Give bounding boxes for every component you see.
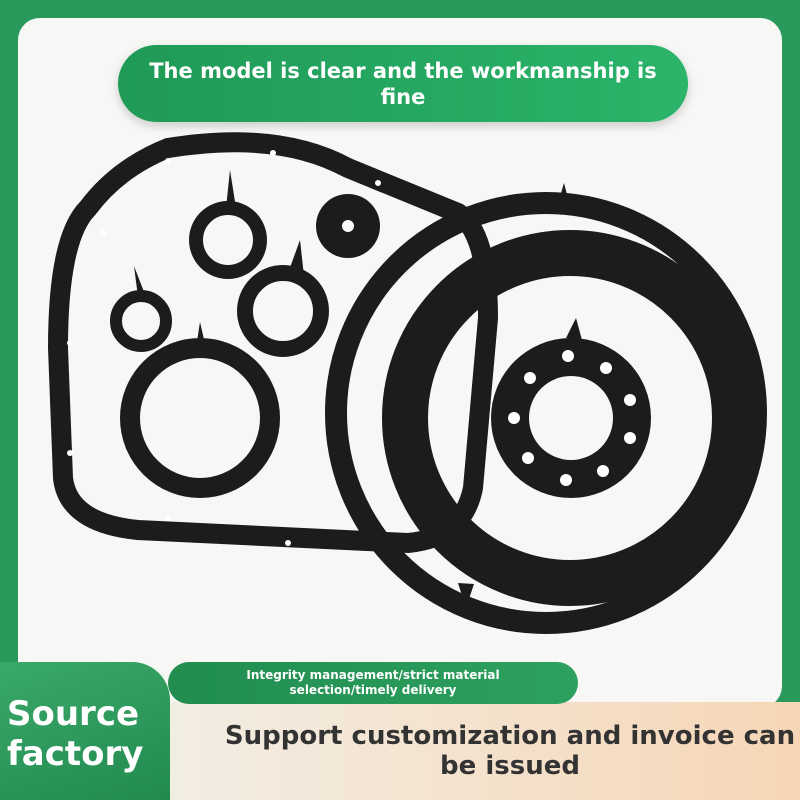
top-banner-text: The model is clear and the workmanship i… bbox=[149, 58, 657, 109]
bottom-banner-text: Support customization and invoice can be… bbox=[224, 721, 796, 781]
top-banner: The model is clear and the workmanship i… bbox=[118, 45, 688, 122]
source-factory-text: Source factory bbox=[7, 694, 144, 774]
mid-banner: Integrity management/strict material sel… bbox=[168, 662, 578, 704]
rubber-gaskets-illustration bbox=[47, 132, 767, 634]
mid-banner-text: Integrity management/strict material sel… bbox=[246, 668, 500, 697]
square-gasket bbox=[47, 132, 499, 554]
small-gaskets bbox=[110, 170, 380, 498]
source-factory-badge: Source factory bbox=[0, 662, 170, 800]
round-gaskets bbox=[325, 183, 767, 634]
product-photo bbox=[18, 18, 782, 708]
bottom-panel: Support customization and invoice can be… bbox=[120, 702, 800, 800]
